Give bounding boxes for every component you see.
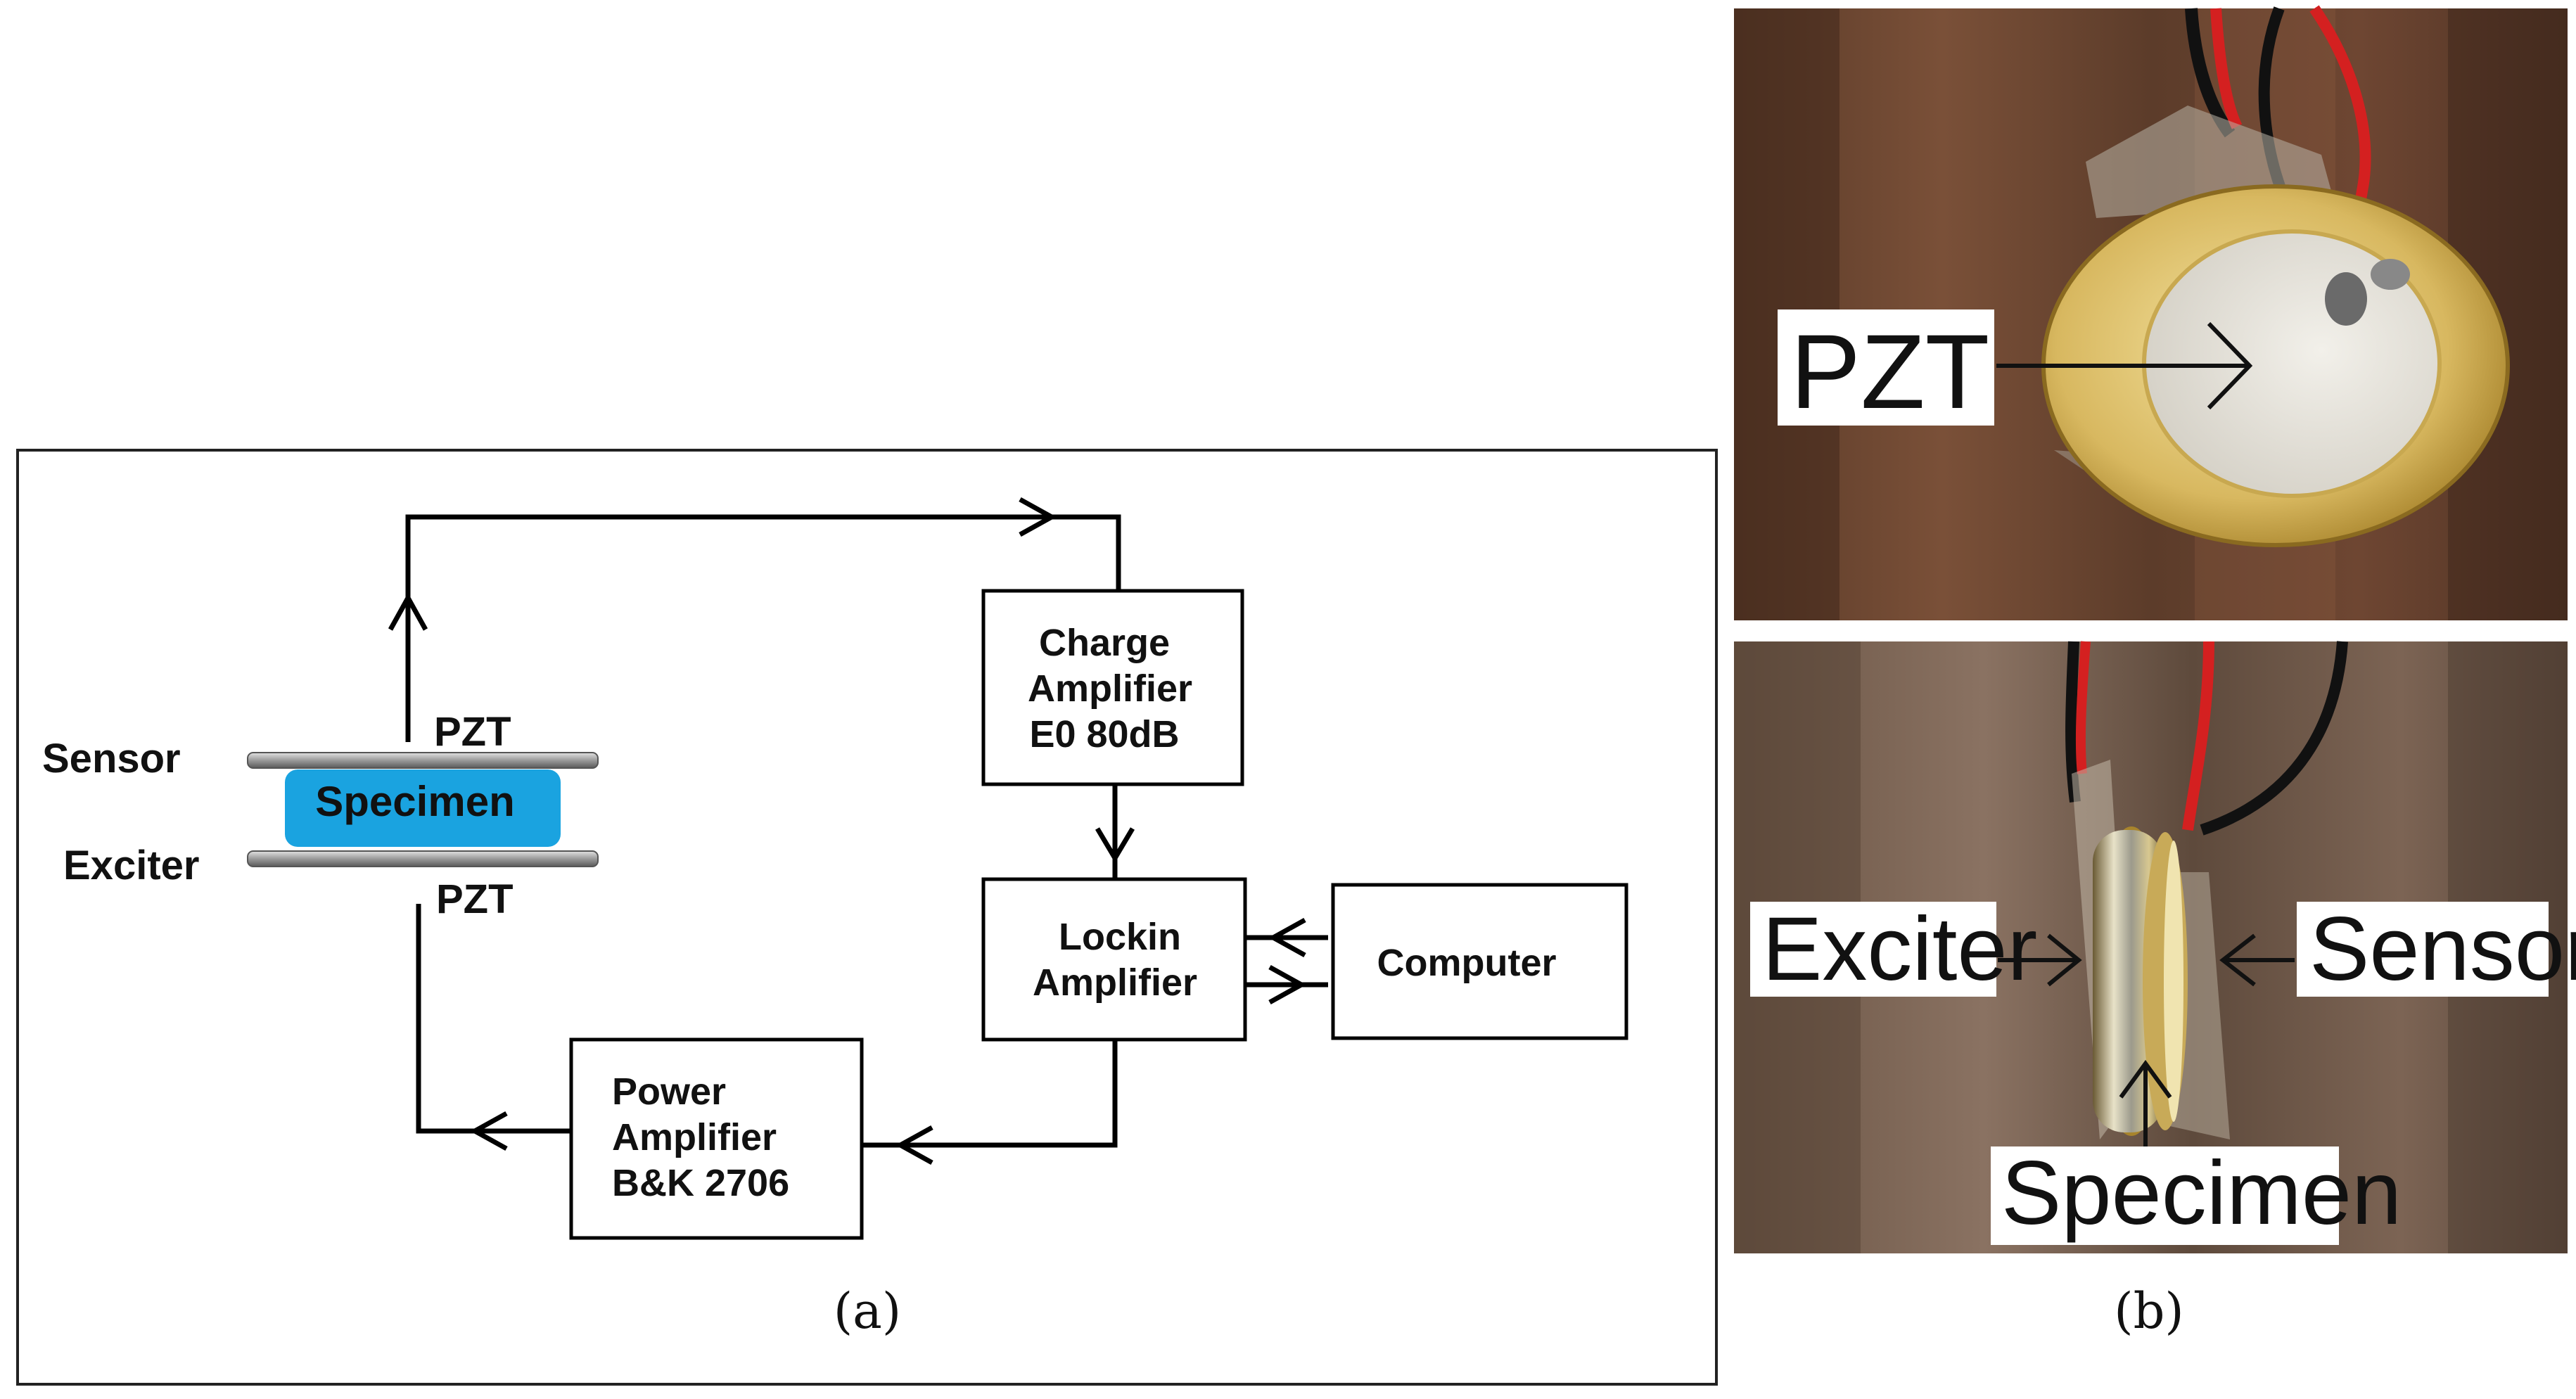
- specimen-label: Specimen: [315, 778, 514, 825]
- line-power-to-exciter: [416, 904, 571, 1134]
- photo-pzt-disc: PZT: [1734, 5, 2568, 620]
- svg-text:Amplifier: Amplifier: [1033, 962, 1197, 1004]
- arrowheads: [388, 497, 1307, 1165]
- pzt-bottom-label: PZT: [436, 876, 514, 922]
- pzt-sensor-plate: [247, 752, 599, 769]
- arrow-left-icon: [895, 1125, 933, 1165]
- photo-specimen-label: Specimen: [2001, 1143, 2402, 1244]
- photo-sensor-label: Sensor: [2309, 899, 2576, 999]
- signal-lines: [405, 514, 1328, 1148]
- line-sensor-to-charge-amp: [405, 514, 1121, 742]
- pzt-top-label: PZT: [434, 709, 511, 755]
- panel-a-caption: (a): [834, 1282, 901, 1340]
- computer-box: Computer: [1331, 883, 1628, 1040]
- specimen-stack: Specimen: [247, 752, 599, 867]
- lockin-amplifier-box: Lockin Amplifier: [981, 877, 1247, 1042]
- arrow-right-icon: [1268, 964, 1307, 1005]
- exciter-label: Exciter: [63, 843, 199, 888]
- photo-specimen-stack: Exciter Sensor Specimen: [1734, 641, 2576, 1253]
- arrow-up-icon: [388, 592, 428, 631]
- photo-pzt-label: PZT: [1790, 312, 1989, 430]
- disc-stack-side: [2093, 830, 2163, 1132]
- arrow-left-icon: [469, 1111, 508, 1151]
- svg-text:Amplifier: Amplifier: [1028, 667, 1192, 710]
- panel-a: Specimen Sensor Exciter PZT PZT: [16, 449, 1718, 1386]
- panel-b-caption: (b): [2114, 1282, 2183, 1340]
- specimen-block: [285, 769, 561, 847]
- arrow-right-icon: [2207, 321, 2253, 410]
- sensor-label: Sensor: [42, 736, 181, 781]
- pzt-exciter-plate: [247, 850, 599, 867]
- charge-amplifier-box: Charge Amplifier E0 80dB: [981, 589, 1244, 786]
- arrow-right-icon: [1019, 497, 1057, 537]
- svg-text:Lockin: Lockin: [1059, 916, 1181, 958]
- arrow-down-icon: [1095, 827, 1135, 863]
- svg-text:Charge: Charge: [1039, 622, 1170, 664]
- svg-text:Amplifier: Amplifier: [612, 1116, 777, 1158]
- arrow-up-icon: [2119, 1059, 2172, 1099]
- photo-exciter-label: Exciter: [1762, 899, 2037, 999]
- panel-b: PZT Exciter: [1734, 5, 2576, 1340]
- svg-text:Power: Power: [612, 1071, 726, 1113]
- arrow-left-icon: [2219, 933, 2256, 987]
- arrow-right-icon: [2047, 933, 2082, 987]
- line-lockin-to-power: [862, 1040, 1118, 1148]
- svg-text:E0 80dB: E0 80dB: [1029, 713, 1179, 755]
- svg-text:B&K 2706: B&K 2706: [612, 1162, 789, 1204]
- arrow-left-icon: [1268, 917, 1306, 958]
- svg-text:Computer: Computer: [1377, 942, 1557, 984]
- power-amplifier-box: Power Amplifier B&K 2706: [569, 1037, 864, 1240]
